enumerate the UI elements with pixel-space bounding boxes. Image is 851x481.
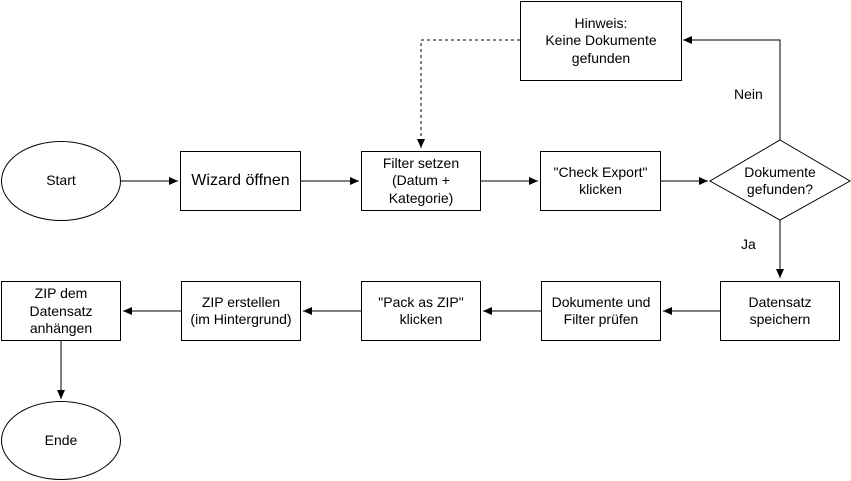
- hint-node: Hinweis: Keine Dokumente gefunden: [520, 1, 682, 81]
- create-zip-node: ZIP erstellen (im Hintergrund): [181, 281, 301, 341]
- edge-label-yes: Ja: [741, 236, 756, 252]
- attach-zip-node: ZIP dem Datensatz anhängen: [1, 281, 121, 341]
- decision-node: Dokumente gefunden?: [744, 163, 816, 198]
- wizard-node: Wizard öffnen: [180, 151, 301, 211]
- filter-node: Filter setzen (Datum + Kategorie): [361, 151, 481, 211]
- edge-label-no: Nein: [734, 86, 763, 102]
- edge-decision-hint: [683, 36, 781, 140]
- edge-hint-filter-dashed: [417, 39, 520, 148]
- pack-zip-node: "Pack as ZIP" klicken: [361, 281, 481, 341]
- end-node: Ende: [1, 401, 121, 480]
- start-node: Start: [1, 141, 121, 221]
- check-export-node: "Check Export" klicken: [540, 151, 661, 211]
- review-node: Dokumente und Filter prüfen: [541, 281, 661, 341]
- save-node: Datensatz speichern: [720, 281, 840, 341]
